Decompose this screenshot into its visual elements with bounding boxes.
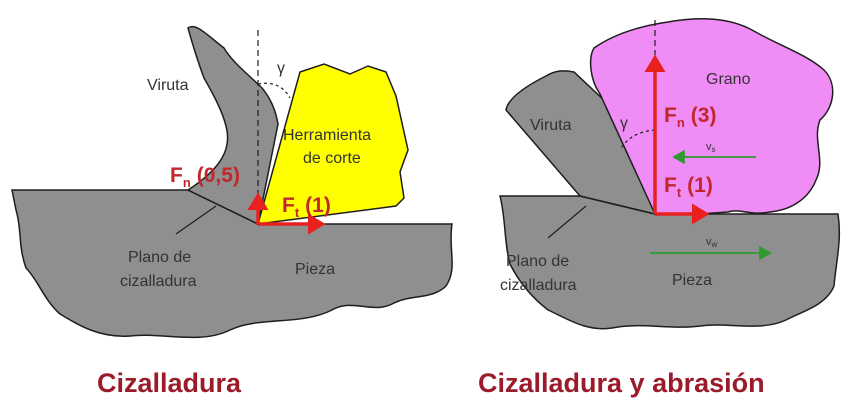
right-plane-label-line1: Plano de: [506, 253, 569, 270]
right-workpiece: [499, 195, 841, 330]
left-cutting-tool: [256, 63, 409, 225]
left-workpiece: [11, 189, 453, 339]
right-caption: Cizalladura y abrasión: [478, 368, 765, 398]
left-rake-angle-arc: [257, 82, 291, 99]
left-plane-label-line1: Plano de: [128, 249, 191, 266]
left-shear-plane: [187, 189, 259, 225]
right-plane-label-line2: cizalladura: [500, 277, 577, 294]
left-fn-label: Fn(0,5): [170, 164, 240, 190]
right-viruta-label: Viruta: [530, 117, 572, 134]
right-panel: Grano Viruta γ Fn(3) Ft(1) vs vw Plano d…: [499, 18, 841, 330]
left-shear-plane-leader: [175, 205, 217, 235]
left-tool-label-line1: Herramienta: [283, 127, 371, 144]
right-pieza-label: Pieza: [672, 272, 712, 289]
left-viruta-label: Viruta: [147, 77, 189, 94]
right-vs-label: vs: [706, 141, 716, 154]
left-tool-label-line2: de corte: [303, 150, 361, 167]
right-ft-label: Ft(1): [664, 174, 713, 200]
right-shear-plane-leader: [547, 205, 587, 239]
left-chip: [186, 25, 279, 226]
right-fn-label: Fn(3): [664, 104, 716, 130]
left-panel: Viruta γ Herramienta de corte Fn(0,5) Ft…: [11, 25, 453, 339]
right-rake-angle-arc: [619, 129, 656, 151]
left-pieza-label: Pieza: [295, 261, 335, 278]
right-gamma-label: γ: [620, 115, 628, 132]
right-grano-label: Grano: [706, 71, 751, 88]
left-ft-label: Ft(1): [282, 194, 331, 220]
right-chip: [505, 70, 657, 216]
right-shear-plane: [579, 195, 656, 215]
left-caption: Cizalladura: [97, 368, 242, 398]
left-gamma-label: γ: [277, 60, 285, 77]
right-vw-label: vw: [706, 236, 718, 249]
left-plane-label-line2: cizalladura: [120, 273, 197, 290]
